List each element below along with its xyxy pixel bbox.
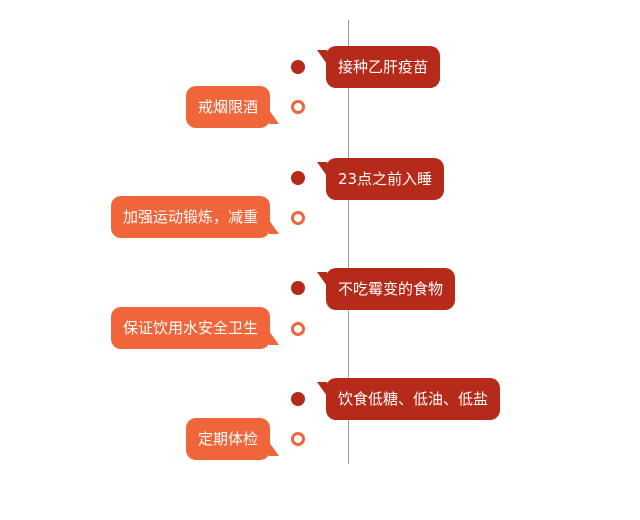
callout-text: 接种乙肝疫苗 [338,58,429,76]
timeline-dot-filled [291,60,305,74]
timeline-dot-ring [291,211,305,225]
callout-left: 保证饮用水安全卫生 [110,307,280,349]
callout-text: 饮食低糖、低油、低盐 [338,390,489,408]
callout-text: 保证饮用水安全卫生 [122,319,258,337]
callout-text: 加强运动锻炼，减重 [122,208,258,226]
callout-text: 定期体检 [197,430,258,448]
timeline-dot-filled [291,392,305,406]
callout-right: 饮食低糖、低油、低盐 [316,378,501,420]
timeline-dot-ring [291,432,305,446]
timeline-dot-ring [291,322,305,336]
callout-right: 不吃霉变的食物 [316,268,456,310]
callout-right: 接种乙肝疫苗 [316,46,441,88]
timeline-axis [348,20,349,464]
callout-left: 定期体检 [185,418,280,460]
callout-text: 戒烟限酒 [197,98,258,116]
timeline-dot-filled [291,171,305,185]
timeline-dot-filled [291,281,305,295]
callout-text: 不吃霉变的食物 [338,280,444,298]
callout-left: 加强运动锻炼，减重 [110,196,280,238]
callout-text: 23点之前入睡 [338,170,433,188]
timeline-dot-ring [291,100,305,114]
callout-left: 戒烟限酒 [185,86,280,128]
callout-right: 23点之前入睡 [316,158,445,200]
